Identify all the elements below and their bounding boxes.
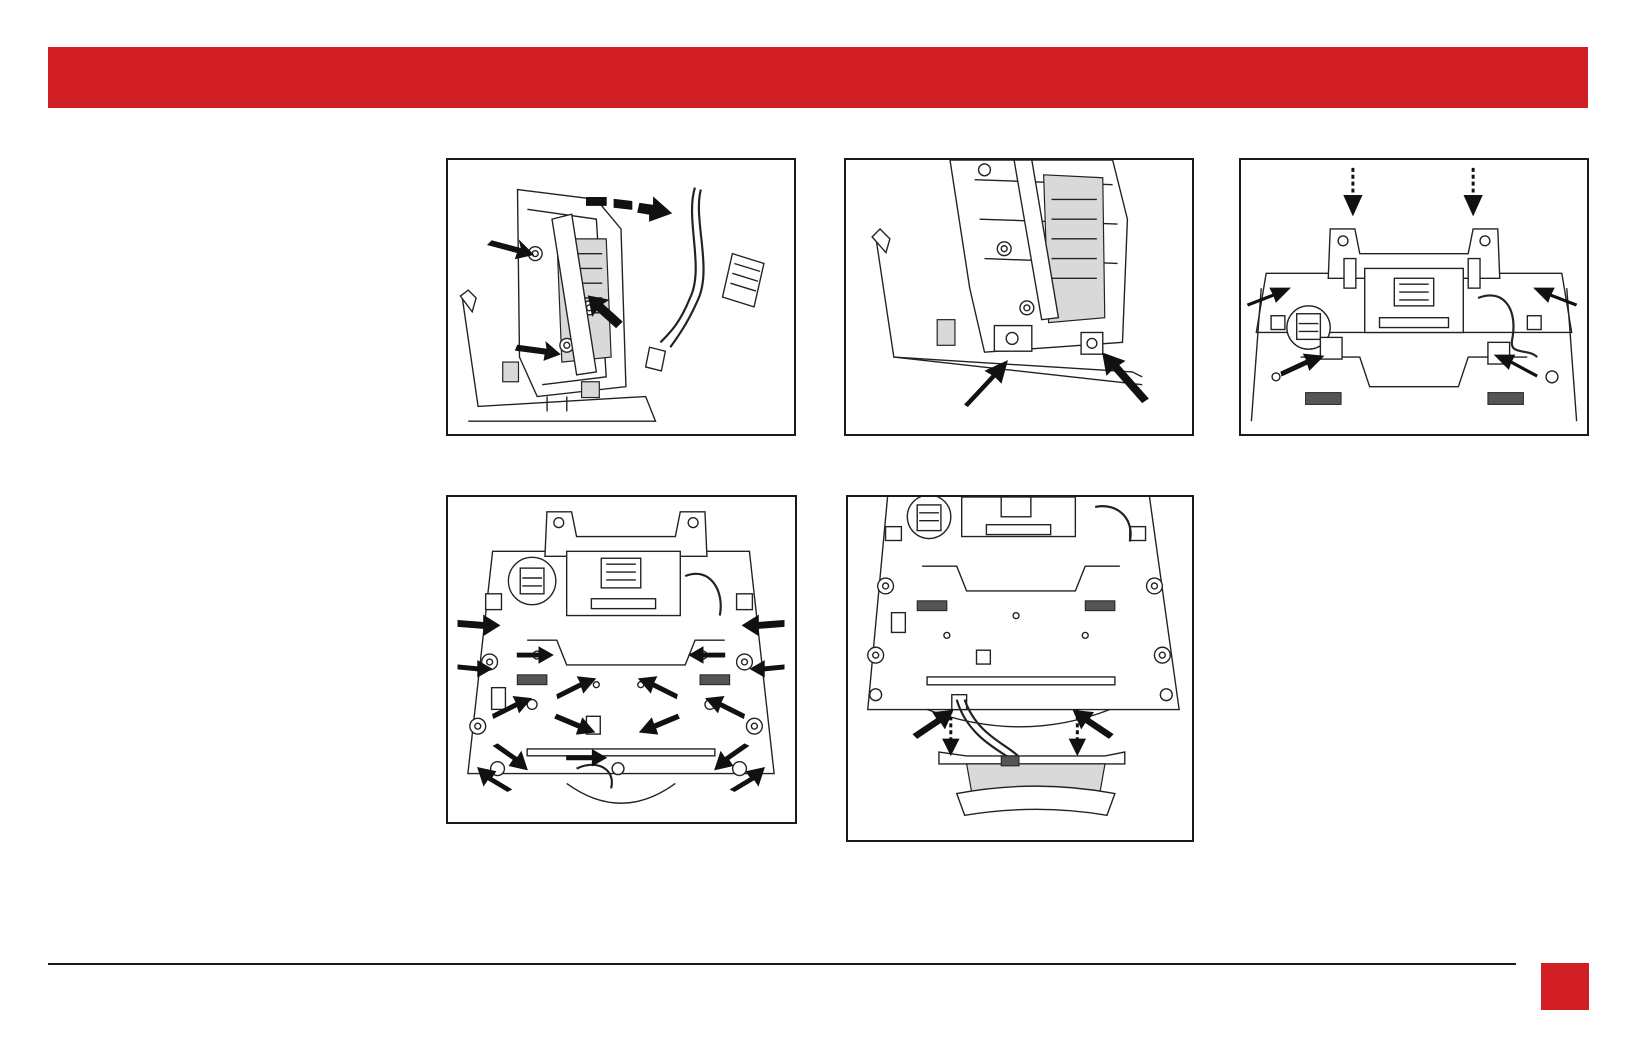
figure-3 [1239,158,1589,436]
panel-rear-screw-locations-illustration [448,497,795,822]
panel-rear-tabs-illustration [1241,160,1587,434]
header-bar [48,47,1588,108]
figure-4 [446,495,797,824]
panel-lower-module-illustration [848,497,1192,840]
figure-1 [446,158,796,436]
page-number-box [1541,963,1589,1010]
footer-rule [48,963,1516,965]
radio-chassis-bracket-illustration [846,160,1192,434]
figure-2 [844,158,1194,436]
radio-chassis-harness-illustration [448,160,794,434]
figure-5 [846,495,1194,842]
